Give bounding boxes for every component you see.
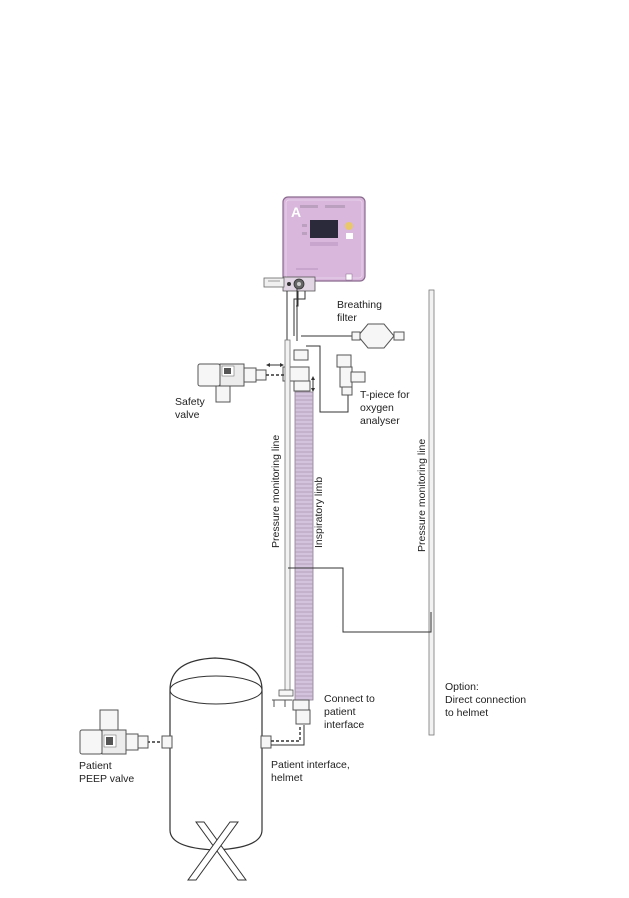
t-piece	[336, 354, 366, 396]
right-pressure-line	[288, 289, 435, 736]
connect-to-label: Connect to patient interface	[324, 693, 375, 731]
power-button	[345, 222, 353, 230]
device-screen	[310, 220, 338, 238]
breathing-filter	[351, 323, 405, 349]
t-piece-label: T-piece for oxygen analyser	[360, 389, 410, 427]
peep-valve	[79, 709, 149, 755]
safety-valve-link	[266, 363, 315, 392]
safety-valve	[197, 363, 267, 403]
option-label: Option: Direct connection to helmet	[445, 681, 527, 719]
device-logo: A	[291, 204, 301, 220]
safety-valve-label: Safety valve	[175, 396, 205, 421]
inspiratory-limb-label: Inspiratory limb	[313, 476, 325, 548]
breathing-filter-label: Breathing filter	[337, 299, 382, 324]
pressure-line-right-label: Pressure monitoring line	[416, 438, 428, 552]
lower-fitting	[272, 689, 294, 707]
patient-helmet	[161, 657, 272, 881]
peep-valve-label: Patient PEEP valve	[79, 760, 135, 785]
ventilator-device: A	[282, 196, 366, 282]
patient-interface-label: Patient interface, helmet	[271, 759, 350, 784]
pressure-line-left-label: Pressure monitoring line	[270, 434, 282, 548]
device-outlet-block	[263, 276, 316, 292]
helmet-connections	[147, 725, 305, 746]
left-pressure-line	[284, 339, 291, 696]
inspiratory-limb	[292, 391, 314, 725]
